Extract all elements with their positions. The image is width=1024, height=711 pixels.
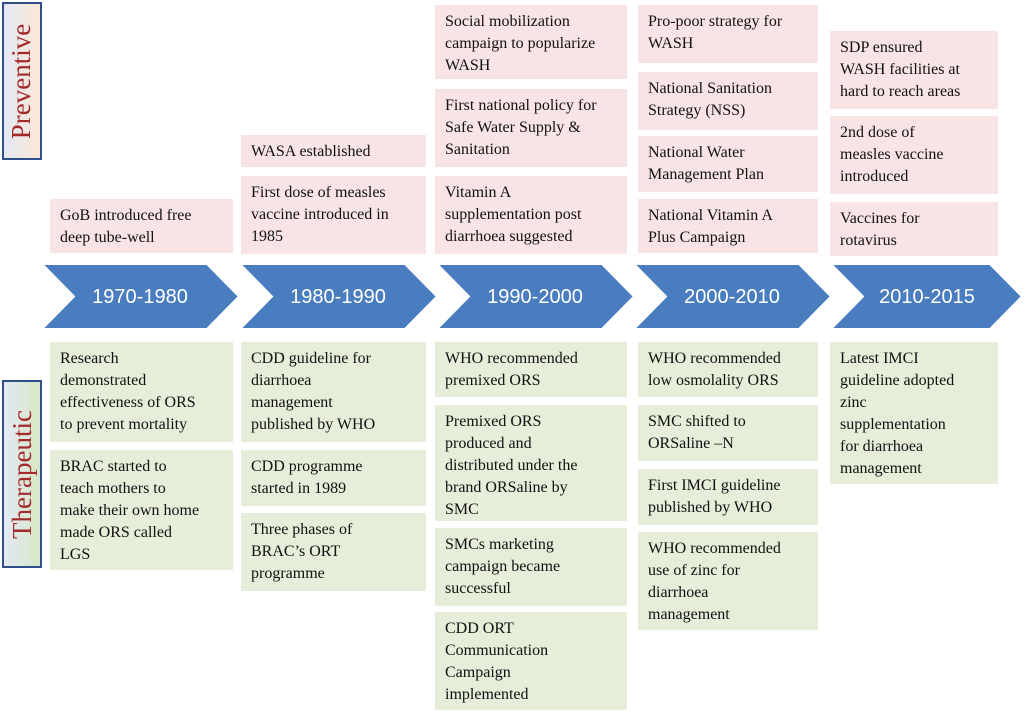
therapeutic-item-text: SMCs marketing campaign became successfu…: [445, 536, 561, 597]
therapeutic-item: SMCs marketing campaign became successfu…: [435, 528, 627, 606]
therapeutic-item-text: Three phases of BRAC’s ORT programme: [251, 521, 353, 582]
timeline-arrow: [237, 263, 439, 330]
preventive-item-text: First national policy for Safe Water Sup…: [445, 97, 597, 158]
preventive-item: National Water Management Plan: [638, 136, 818, 192]
timeline-arrow: [434, 263, 636, 330]
preventive-item: Vitamin A supplementation post diarrhoea…: [435, 176, 627, 254]
therapeutic-item: Research demonstrated effectiveness of O…: [50, 342, 233, 442]
preventive-item-text: National Water Management Plan: [648, 144, 764, 183]
therapeutic-item: Premixed ORS produced and distributed un…: [435, 405, 627, 521]
therapeutic-item-text: Latest IMCI guideline adopted zinc suppl…: [840, 350, 955, 477]
preventive-item: GoB introduced free deep tube-well: [50, 199, 233, 253]
preventive-item: Social mobilization campaign to populari…: [435, 5, 627, 79]
therapeutic-item: WHO recommended use of zinc for diarrhoe…: [638, 532, 818, 630]
therapeutic-item: Latest IMCI guideline adopted zinc suppl…: [830, 342, 998, 484]
preventive-item-text: Social mobilization campaign to populari…: [445, 13, 596, 74]
period-label: 1980-1990: [290, 286, 386, 308]
therapeutic-item: First IMCI guideline published by WHO: [638, 469, 818, 525]
preventive-item-text: GoB introduced free deep tube-well: [60, 207, 192, 246]
preventive-item: WASA established: [241, 135, 426, 167]
preventive-label: Preventive: [2, 2, 42, 160]
preventive-item-text: Pro-poor strategy for WASH: [648, 13, 783, 52]
preventive-item-text: 2nd dose of measles vaccine introduced: [840, 124, 944, 185]
therapeutic-item: CDD guideline for diarrhoea management p…: [241, 342, 426, 442]
therapeutic-item-text: SMC shifted to ORSaline –N: [648, 413, 746, 452]
therapeutic-label: Therapeutic: [2, 380, 42, 568]
timeline-arrow: [828, 263, 1024, 330]
period-label: 1990-2000: [487, 286, 583, 308]
therapeutic-item: Three phases of BRAC’s ORT programme: [241, 513, 426, 591]
preventive-item: SDP ensured WASH facilities at hard to r…: [830, 31, 998, 109]
period-label: 2000-2010: [684, 286, 780, 308]
therapeutic-item: SMC shifted to ORSaline –N: [638, 405, 818, 461]
therapeutic-item-text: BRAC started to teach mothers to make th…: [60, 458, 200, 563]
therapeutic-item: BRAC started to teach mothers to make th…: [50, 450, 233, 570]
preventive-item-text: Vitamin A supplementation post diarrhoea…: [445, 184, 582, 245]
preventive-item: Vaccines for rotavirus: [830, 202, 998, 256]
therapeutic-item: WHO recommended premixed ORS: [435, 342, 627, 397]
therapeutic-item-text: First IMCI guideline published by WHO: [648, 477, 781, 516]
preventive-item-text: Vaccines for rotavirus: [840, 210, 920, 249]
preventive-item: 2nd dose of measles vaccine introduced: [830, 116, 998, 194]
preventive-item: Pro-poor strategy for WASH: [638, 5, 818, 63]
therapeutic-item: CDD programme started in 1989: [241, 450, 426, 506]
preventive-item: First dose of measles vaccine introduced…: [241, 176, 426, 254]
therapeutic-item-text: WHO recommended premixed ORS: [445, 350, 578, 389]
therapeutic-item-text: WHO recommended use of zinc for diarrhoe…: [648, 540, 781, 623]
therapeutic-item-text: CDD guideline for diarrhoea management p…: [251, 350, 376, 433]
preventive-item-text: National Sanitation Strategy (NSS): [648, 80, 772, 119]
preventive-item: National Sanitation Strategy (NSS): [638, 72, 818, 130]
preventive-item: First national policy for Safe Water Sup…: [435, 89, 627, 167]
therapeutic-item: CDD ORT Communication Campaign implement…: [435, 612, 627, 710]
period-label: 2010-2015: [879, 286, 975, 308]
preventive-item-text: SDP ensured WASH facilities at hard to r…: [840, 39, 961, 100]
therapeutic-item-text: CDD ORT Communication Campaign implement…: [445, 620, 549, 703]
preventive-item: National Vitamin A Plus Campaign: [638, 199, 818, 253]
therapeutic-item-text: Premixed ORS produced and distributed un…: [445, 413, 578, 518]
therapeutic-item: WHO recommended low osmolality ORS: [638, 342, 818, 397]
therapeutic-item-text: Research demonstrated effectiveness of O…: [60, 350, 196, 433]
preventive-item-text: National Vitamin A Plus Campaign: [648, 207, 773, 246]
preventive-item-text: WASA established: [251, 143, 371, 160]
timeline-arrow: [631, 263, 833, 330]
therapeutic-item-text: CDD programme started in 1989: [251, 458, 363, 497]
therapeutic-item-text: WHO recommended low osmolality ORS: [648, 350, 781, 389]
period-label: 1970-1980: [92, 286, 188, 308]
preventive-item-text: First dose of measles vaccine introduced…: [251, 184, 389, 245]
timeline-arrow: [39, 263, 241, 330]
